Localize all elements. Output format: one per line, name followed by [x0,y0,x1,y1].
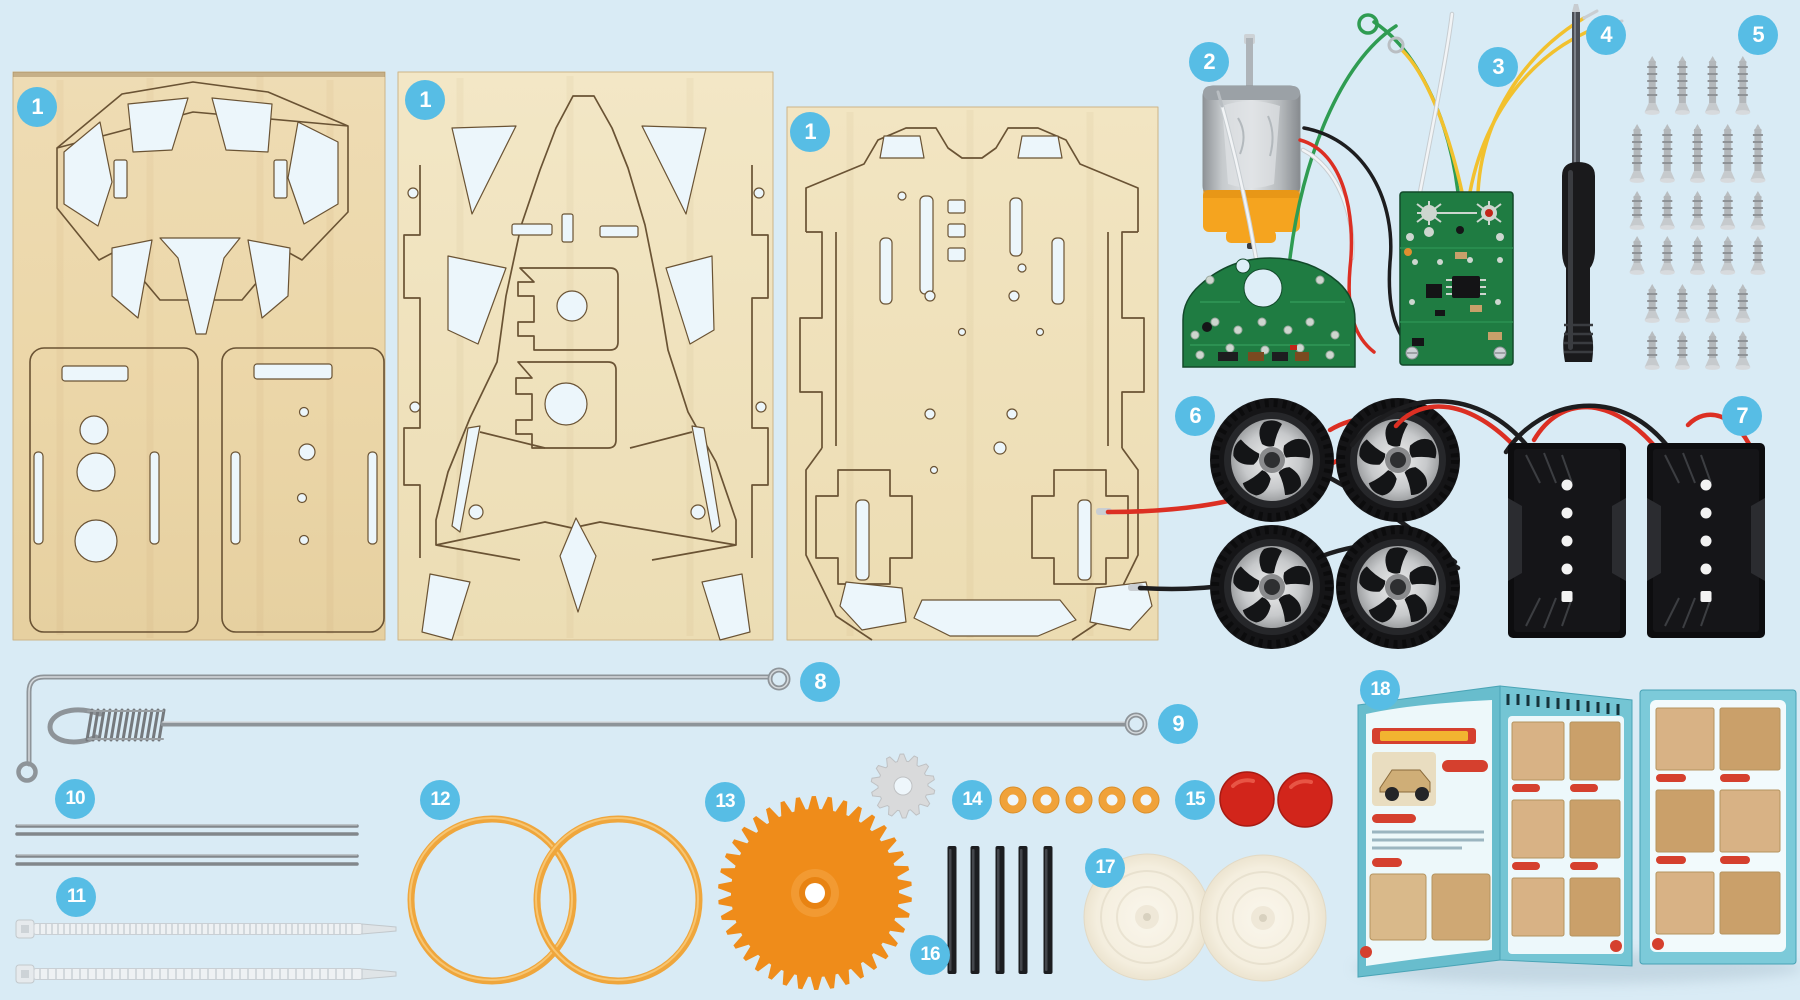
part-badge-17: 17 [1085,848,1125,888]
screw [1689,235,1706,276]
screw [1673,330,1691,371]
screw [1749,190,1767,231]
cable-tie [15,919,397,939]
screw [1658,190,1676,231]
spacer-ring [1098,786,1126,814]
wood-panel-body [397,71,774,641]
part-badge-11: 11 [56,877,96,917]
part-badge-4: 4 [1586,15,1626,55]
screw [1749,123,1767,184]
circuit-board-dome [1182,257,1356,368]
part-badge-6: 6 [1175,396,1215,436]
screw [1658,235,1676,276]
screw [1643,55,1661,116]
spacer-rings [999,786,1160,814]
screw [1704,330,1722,371]
red-caps [1219,771,1333,828]
black-tube [995,846,1005,974]
spring-rod [47,707,1148,745]
instruction-manual [1353,685,1800,984]
wheel [1210,398,1334,522]
wood-panel-front [12,71,386,641]
screwdriver [1562,4,1595,362]
part-badge-5: 5 [1738,15,1778,55]
screw [1673,55,1691,116]
screw [1704,55,1722,116]
screw [1643,330,1661,371]
black-tube [970,846,980,974]
screw [1749,235,1767,276]
battery-wires [1349,399,1755,455]
battery-holder [1507,442,1627,639]
circuit-board-receiver [1399,191,1514,366]
screw [1734,55,1752,116]
screw [1689,123,1706,184]
screw [1734,330,1752,371]
spacer-ring [1065,786,1093,814]
screw [1719,123,1737,184]
manual-middle-grid [1508,716,1624,954]
screw [1628,123,1646,184]
screw [1628,235,1646,276]
thin-rods [15,824,359,866]
battery-holders [1507,442,1766,639]
part-badge-9: 9 [1158,704,1198,744]
cable-ties [15,919,397,984]
screw [1658,123,1676,184]
screw [1719,190,1737,231]
rubber-bands [407,815,703,985]
screw [1628,190,1646,231]
axle-rod-long [16,667,791,783]
part-badge-7: 7 [1722,396,1762,436]
part-badge-14: 14 [952,780,992,820]
part-badge-2: 2 [1189,42,1229,82]
black-tube [1043,846,1053,974]
part-badge-15: 15 [1175,780,1215,820]
gears [718,753,936,990]
wheel [1336,398,1460,522]
screw [1673,283,1691,324]
wheels [1210,398,1460,649]
part-badge-3: 3 [1478,47,1518,87]
spacer-ring [1132,786,1160,814]
part-badge-1: 1 [790,112,830,152]
part-badge-12: 12 [420,780,460,820]
screw [1689,190,1706,231]
dc-motor [1202,34,1301,249]
screw [1643,283,1661,324]
screw [1719,235,1737,276]
part-badge-1: 1 [17,87,57,127]
pulley-disc [1199,854,1327,982]
battery-holder [1646,442,1766,639]
black-tubes [947,846,1053,974]
part-badge-16: 16 [910,935,950,975]
wheel [1336,525,1460,649]
screw [1734,283,1752,324]
black-tube [1018,846,1028,974]
part-badge-1: 1 [405,80,445,120]
part-badge-10: 10 [55,779,95,819]
spacer-ring [999,786,1027,814]
screw [1704,283,1722,324]
screws-set [1628,55,1767,371]
spacer-ring [1032,786,1060,814]
manual-right-grid [1650,700,1786,952]
part-badge-8: 8 [800,662,840,702]
wood-panel-chassis [786,106,1159,641]
wheel [1210,525,1334,649]
cable-tie [15,964,397,984]
part-badge-18: 18 [1360,670,1400,710]
part-badge-13: 13 [705,782,745,822]
manual-car-photo [1372,752,1436,806]
